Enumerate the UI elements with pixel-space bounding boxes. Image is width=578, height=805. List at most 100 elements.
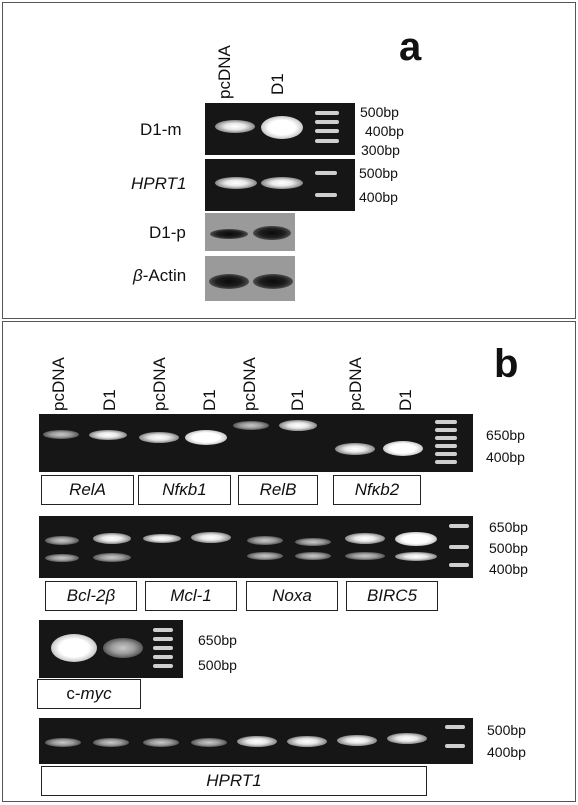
band — [345, 533, 385, 544]
gel-row-3 — [39, 620, 183, 678]
lane-label: D1 — [200, 389, 219, 411]
band — [279, 420, 317, 431]
bp-label: 650bp — [489, 519, 528, 535]
bp-label: 500bp — [360, 104, 399, 120]
gene-box-mcl-1: Mcl-1 — [145, 581, 237, 611]
ladder-band — [449, 563, 469, 567]
band — [210, 229, 248, 239]
band — [89, 430, 127, 440]
band — [345, 552, 385, 560]
band — [45, 554, 79, 562]
band — [247, 536, 283, 545]
band — [215, 120, 255, 133]
lane-label: D1 — [396, 389, 415, 411]
band — [247, 552, 283, 560]
ladder-band — [449, 545, 469, 549]
ladder-band — [445, 725, 465, 729]
band — [295, 538, 331, 546]
gene-box-bcl-2b: Bcl-2β — [45, 581, 137, 611]
bp-label: 650bp — [198, 632, 237, 648]
bp-label: 500bp — [198, 657, 237, 673]
band — [387, 733, 427, 744]
ladder-band — [153, 637, 173, 641]
band — [337, 735, 377, 746]
gel-row-4 — [39, 718, 473, 764]
lane-label: D1 — [288, 389, 307, 411]
ladder-band — [435, 436, 457, 440]
bp-label: 500bp — [487, 722, 526, 738]
ladder-band — [315, 139, 339, 143]
band — [51, 634, 97, 662]
gene-box-birc5: BIRC5 — [346, 581, 438, 611]
band — [93, 533, 131, 544]
band — [93, 553, 131, 562]
panel-b-letter: b — [494, 342, 519, 386]
band — [287, 736, 327, 747]
ladder-band — [435, 452, 457, 456]
ladder-band — [315, 111, 339, 115]
band — [143, 534, 181, 543]
band — [295, 552, 331, 560]
gel-row-1 — [39, 414, 473, 472]
band — [261, 116, 303, 139]
bp-label: 650bp — [486, 427, 525, 443]
bp-label: 400bp — [359, 189, 398, 205]
gel-hprt1-a — [205, 159, 355, 211]
gel-row-2 — [39, 516, 473, 578]
bp-label: 300bp — [361, 142, 400, 158]
band — [43, 430, 79, 439]
bp-label: 400bp — [489, 561, 528, 577]
band — [253, 274, 293, 289]
band — [45, 536, 79, 545]
beta-symbol: β — [133, 266, 143, 285]
lane-label-pcdna: pcDNA — [215, 45, 234, 99]
ladder-band — [315, 129, 339, 133]
western-blot-beta-actin — [205, 256, 295, 301]
bp-label: 400bp — [365, 123, 404, 139]
bp-label: 400bp — [487, 744, 526, 760]
gene-box-c-myc: c-myc — [37, 679, 141, 709]
bp-label: 500bp — [489, 540, 528, 556]
ladder-band — [315, 193, 337, 197]
band — [191, 738, 227, 747]
gene-box-hprt1: HPRT1 — [41, 766, 427, 796]
gene-box-nfkb1: Nfκb1 — [138, 475, 231, 505]
lane-label: D1 — [100, 389, 119, 411]
ladder-band — [445, 744, 465, 748]
lane-label: pcDNA — [150, 357, 169, 411]
band — [237, 736, 277, 747]
ladder-band — [153, 664, 173, 668]
row-label-hprt1: HPRT1 — [131, 174, 187, 193]
ladder-band — [435, 444, 457, 448]
band — [335, 443, 375, 455]
row-label-d1-m: D1-m — [140, 120, 182, 139]
western-blot-d1-p — [205, 213, 295, 251]
gene-box-noxa: Noxa — [246, 581, 338, 611]
lane-label-d1: D1 — [268, 73, 287, 95]
c-myc-prefix: c- — [66, 684, 81, 703]
panel-a-letter: a — [399, 25, 422, 69]
bp-label: 400bp — [486, 449, 525, 465]
row-label-beta-actin: β-Actin — [133, 266, 186, 286]
band — [395, 552, 437, 561]
band — [185, 430, 227, 445]
ladder-band — [449, 524, 469, 528]
band — [395, 532, 437, 546]
gel-d1-m — [205, 103, 355, 155]
band — [93, 738, 129, 747]
gene-box-relb: RelB — [238, 475, 318, 505]
lane-label: pcDNA — [49, 357, 68, 411]
band — [191, 532, 231, 543]
bp-label: 500bp — [359, 165, 398, 181]
lane-label: pcDNA — [346, 357, 365, 411]
ladder-band — [435, 460, 457, 464]
band — [209, 274, 249, 289]
ladder-band — [315, 120, 339, 124]
band — [143, 738, 179, 747]
panel-b: b pcDNA D1 pcDNA D1 pcDNA D1 pcDNA D1 65… — [2, 321, 576, 802]
ladder-band — [435, 428, 457, 432]
panel-a: a pcDNA D1 D1-m 500bp 400bp 300bp HPRT1 … — [2, 2, 576, 319]
ladder-band — [435, 420, 457, 424]
ladder-band — [315, 171, 337, 175]
ladder-band — [153, 646, 173, 650]
